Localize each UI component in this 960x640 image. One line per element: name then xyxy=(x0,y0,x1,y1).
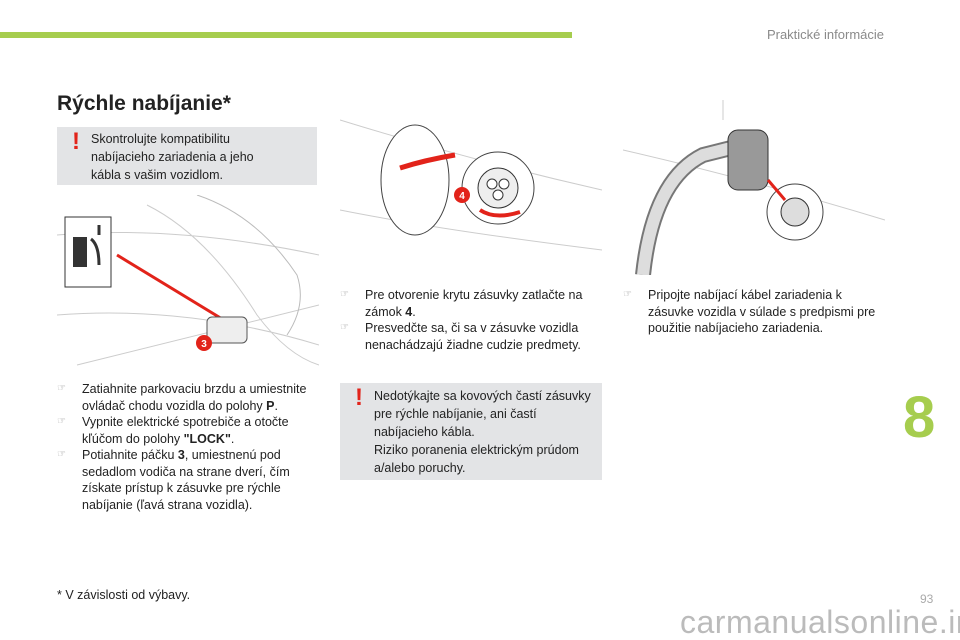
svg-text:3: 3 xyxy=(201,339,207,350)
list-item: ☞Pripojte nabíjací kábel zariadenia k zá… xyxy=(623,288,876,335)
exclamation-icon: ! xyxy=(355,384,363,411)
list-item: ☞Zatiahnite parkovaciu brzdu a umiestnit… xyxy=(57,382,307,413)
list-item: ☞Presvedčte sa, či sa v zásuvke vozidla … xyxy=(340,321,581,352)
header-accent-bar xyxy=(0,32,572,38)
callout-4 xyxy=(454,187,470,203)
steps-column-3: ☞Pripojte nabíjací kábel zariadenia k zá… xyxy=(623,287,885,337)
warning-text: Nedotýkajte sa kovových častí zásuvky pr… xyxy=(374,389,591,439)
charging-station-icon xyxy=(64,216,112,288)
watermark: carmanualsonline.info xyxy=(680,604,960,640)
seat-lever-illustration: 3 xyxy=(57,195,319,375)
chapter-number: 8 xyxy=(903,385,936,450)
page-number: 93 xyxy=(920,592,934,606)
steps-column-1: ☞Zatiahnite parkovaciu brzdu a umiestnit… xyxy=(57,381,319,513)
list-item: ☞Pre otvorenie krytu zásuvky zatlačte na… xyxy=(340,288,583,319)
exclamation-icon: ! xyxy=(72,128,80,155)
socket-flap-illustration: 4 xyxy=(340,100,602,275)
warning-text: Riziko poranenia elektrickým prúdom a/al… xyxy=(374,443,579,475)
svg-text:4: 4 xyxy=(459,191,465,202)
footnote: * V závislosti od výbavy. xyxy=(57,588,191,602)
electric-shock-warning: ! Nedotýkajte sa kovových častí zásuvky … xyxy=(340,383,602,480)
warning-text: Skontrolujte kompatibilitu nabíjacieho z… xyxy=(91,132,254,182)
list-item: ☞Potiahnite páčku 3, umiestnenú pod seda… xyxy=(57,448,290,512)
page-title: Rýchle nabíjanie* xyxy=(57,92,231,115)
plug-connection-illustration xyxy=(623,100,885,275)
compatibility-warning: ! Skontrolujte kompatibilitu nabíjacieho… xyxy=(57,127,317,185)
list-item: ☞Vypnite elektrické spotrebiče a otočte … xyxy=(57,415,289,446)
callout-3 xyxy=(196,335,212,351)
steps-column-2: ☞Pre otvorenie krytu zásuvky zatlačte na… xyxy=(340,287,590,353)
section-title: Praktické informácie xyxy=(766,27,884,42)
